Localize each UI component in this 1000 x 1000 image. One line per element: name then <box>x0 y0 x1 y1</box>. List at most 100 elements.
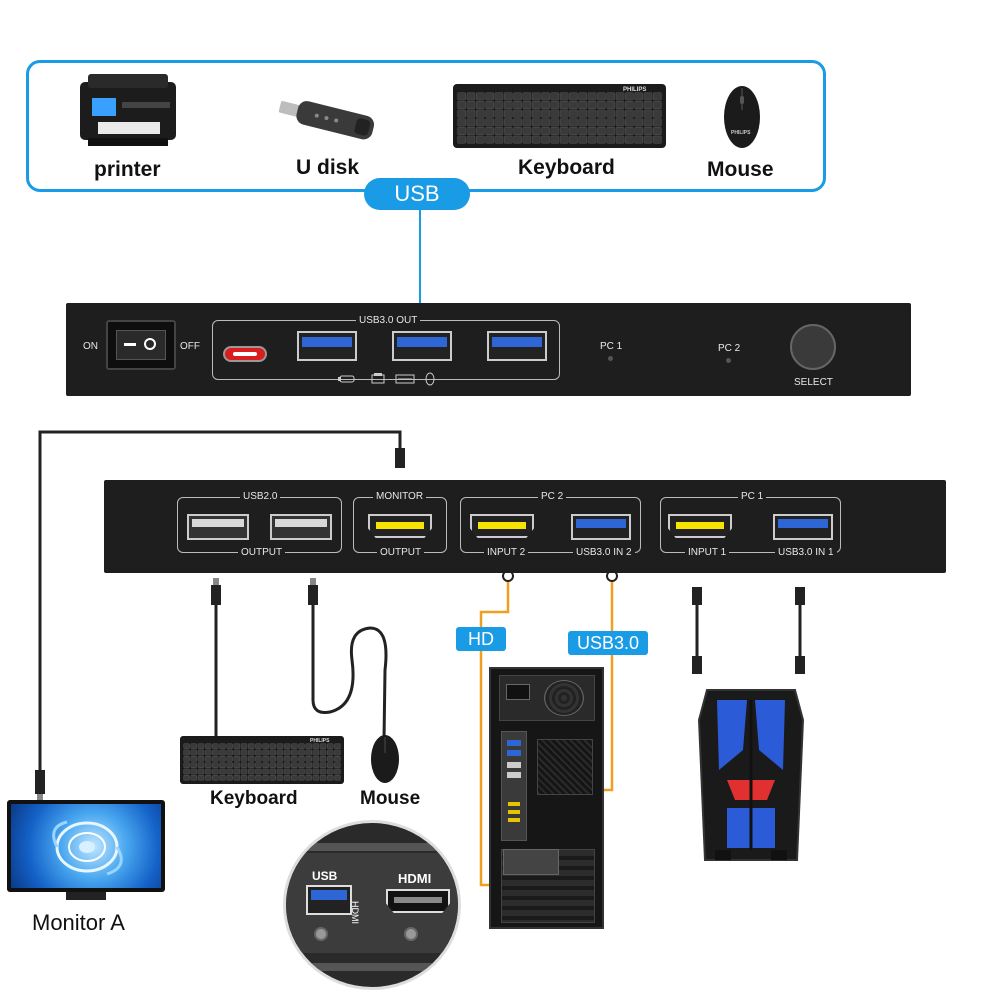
keyboard-key <box>475 127 485 135</box>
usb2-port-1[interactable] <box>187 514 249 540</box>
keyboard-key <box>531 118 541 127</box>
keyboard-key <box>550 109 560 118</box>
keyboard-key <box>494 118 504 127</box>
u-disk-icon <box>278 101 375 140</box>
keyboard-key <box>653 101 662 109</box>
keyboard-key <box>291 775 298 781</box>
keyboard-key <box>466 135 476 144</box>
power-switch-off-mark <box>144 338 156 350</box>
keyboard-key <box>578 118 588 127</box>
pc1-hdmi-port[interactable] <box>668 514 732 538</box>
keyboard-key <box>219 762 226 768</box>
keyboard-key <box>634 135 644 144</box>
keyboard-key <box>457 127 466 135</box>
keyboard-key <box>606 101 616 109</box>
pc2-usb3-port[interactable] <box>571 514 631 540</box>
keyboard-key <box>522 92 532 101</box>
keyboard-key <box>485 118 494 127</box>
usb2-port-2[interactable] <box>270 514 332 540</box>
keyboard-key <box>312 749 320 756</box>
keyboard-key <box>653 109 662 118</box>
pc2-io-usb-2 <box>507 750 521 756</box>
keyboard-key <box>559 92 569 101</box>
keyboard-key <box>219 749 226 756</box>
power-switch[interactable] <box>106 320 176 370</box>
pc1-usb3-port[interactable] <box>773 514 833 540</box>
keyboard-key <box>503 135 513 144</box>
keyboard-key <box>643 92 653 101</box>
keyboard-key <box>255 762 262 768</box>
keyboard-key <box>183 762 190 768</box>
keyboard-key <box>233 762 241 768</box>
usb-a-port-2[interactable] <box>392 331 452 361</box>
zoom-hdmi-port <box>386 889 450 913</box>
pc1-hdmi-cable-plug-bottom <box>692 656 702 674</box>
monitor-output-label: OUTPUT <box>377 548 425 558</box>
keyboard-key <box>291 743 298 749</box>
keyboard-key <box>305 756 312 762</box>
keyboard-key <box>240 743 248 749</box>
keyboard-key <box>513 101 522 109</box>
hd-tag: HD <box>456 627 506 651</box>
keyboard-key <box>283 768 291 775</box>
pc2-io-usb-4 <box>507 772 521 778</box>
rear-pc2-label: PC 2 <box>538 492 567 502</box>
keyboard-key <box>634 109 644 118</box>
off-label: OFF <box>180 341 200 352</box>
keyboard-key <box>233 749 241 756</box>
keyboard-key <box>183 775 190 781</box>
keyboard-key <box>240 762 248 768</box>
keyboard-key <box>197 775 205 781</box>
monitor-hdmi-port[interactable] <box>368 514 432 538</box>
keyboard-key <box>503 118 513 127</box>
usb3-tag: USB3.0 <box>568 631 648 655</box>
keyboard-key <box>625 127 634 135</box>
keyboard-key <box>197 749 205 756</box>
keyboard-key <box>276 768 284 775</box>
keyboard-key <box>276 749 284 756</box>
on-label: ON <box>83 341 98 352</box>
keyboard-key <box>569 101 578 109</box>
usb-a-port-3[interactable] <box>487 331 547 361</box>
keyboard-key <box>485 92 494 101</box>
mouse-top-icon <box>724 86 760 148</box>
keyboard-key <box>466 127 476 135</box>
keyboard-top-keys <box>457 92 662 144</box>
keyboard-key <box>653 118 662 127</box>
select-button[interactable] <box>790 324 836 370</box>
keyboard-key <box>212 756 219 762</box>
keyboard-key <box>606 109 616 118</box>
usb-c-port[interactable] <box>223 346 267 362</box>
pc2-hdmi-port[interactable] <box>470 514 534 538</box>
keyboard-key <box>326 743 334 749</box>
keyboard-key <box>597 118 606 127</box>
usb-c-port-tongue <box>233 352 257 356</box>
keyboard-key <box>578 101 588 109</box>
keyboard-key <box>634 127 644 135</box>
usb-in1-label: USB3.0 IN 1 <box>775 548 837 558</box>
keyboard-key <box>559 127 569 135</box>
keyboard-key <box>569 118 578 127</box>
pc2-led <box>726 358 731 363</box>
keyboard-key <box>513 109 522 118</box>
keyboard-key <box>541 135 550 144</box>
pc2-io-usb-1 <box>507 740 521 746</box>
keyboard-key <box>190 756 198 762</box>
keyboard-top-label: Keyboard <box>518 156 615 179</box>
keyboard-key <box>587 101 597 109</box>
keyboard-key <box>204 768 212 775</box>
keyboard-key <box>219 743 226 749</box>
keyboard-key <box>197 743 205 749</box>
keyboard-key <box>559 118 569 127</box>
usb-a-port-1[interactable] <box>297 331 357 361</box>
mouse-bottom-label: Mouse <box>360 788 421 809</box>
u-disk-label: U disk <box>296 156 360 179</box>
keyboard-small-icon <box>395 374 415 384</box>
keyboard-key <box>255 775 262 781</box>
keyboard-key <box>643 135 653 144</box>
keyboard-key <box>559 109 569 118</box>
usb-out-label: USB3.0 OUT <box>356 316 421 326</box>
keyboard-key <box>625 135 634 144</box>
mouse-cable-plug <box>308 585 318 605</box>
